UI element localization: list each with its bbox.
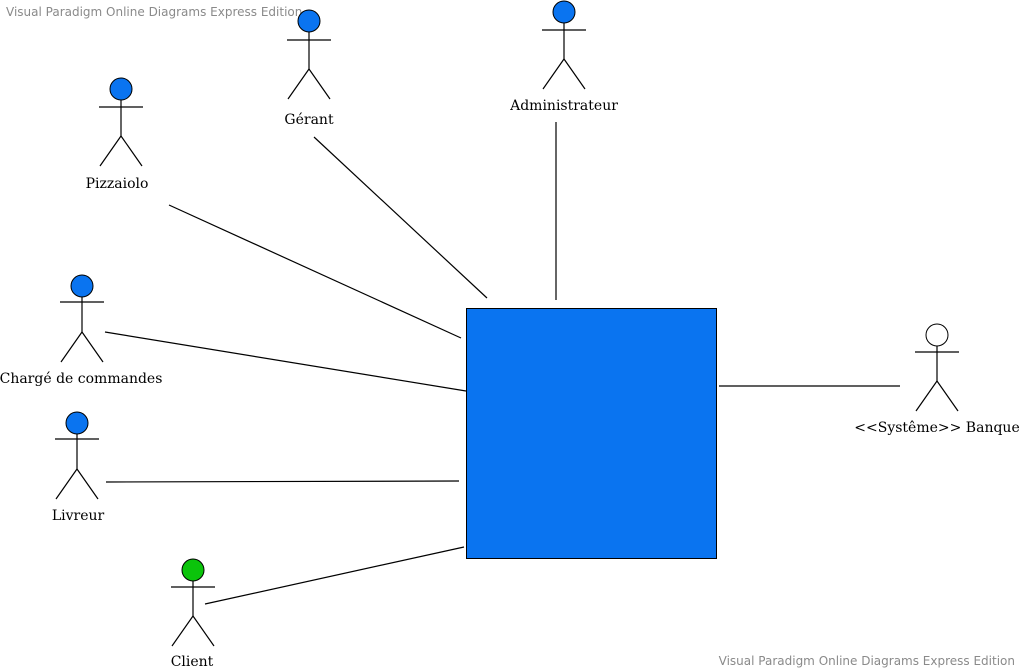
stick-figure-icon — [60, 297, 104, 363]
stick-figure-icon — [171, 581, 215, 647]
system-boundary-box[interactable] — [466, 308, 717, 559]
stick-figure-icon — [542, 23, 586, 90]
actor-label: Chargé de commandes — [0, 371, 162, 387]
actor-pizzaiolo[interactable]: Pizzaiolo — [86, 77, 149, 192]
actor-label: Pizzaiolo — [86, 176, 149, 192]
actor-head-icon — [552, 0, 576, 24]
actor-label: Livreur — [52, 508, 105, 524]
actor-banque[interactable]: <<Systême>> Banque — [854, 323, 1020, 436]
stick-figure-icon — [915, 346, 959, 412]
actor-head-icon — [297, 9, 321, 33]
actor-head-icon — [65, 411, 89, 435]
actor-gerant[interactable]: Gérant — [284, 9, 334, 128]
association-livreur[interactable] — [105, 480, 460, 483]
association-pizzaiolo[interactable] — [168, 204, 462, 339]
watermark-bottom: Visual Paradigm Online Diagrams Express … — [719, 654, 1015, 668]
actor-livreur[interactable]: Livreur — [52, 411, 105, 524]
actor-label: <<Systême>> Banque — [854, 420, 1019, 436]
actor-head-icon — [181, 558, 205, 582]
actor-administrateur[interactable]: Administrateur — [509, 0, 618, 114]
actor-charge-de-commandes[interactable]: Chargé de commandes — [0, 274, 162, 387]
actor-label: Client — [171, 654, 214, 670]
actor-label: Gérant — [284, 112, 334, 128]
actor-head-icon — [70, 274, 94, 298]
stick-figure-icon — [287, 32, 331, 100]
stick-figure-icon — [99, 100, 143, 167]
association-gerant[interactable] — [313, 136, 488, 299]
association-client[interactable] — [204, 546, 465, 605]
stick-figure-icon — [55, 434, 99, 500]
actor-label: Administrateur — [509, 98, 618, 114]
actor-head-icon — [109, 77, 133, 101]
association-charge-de-commandes[interactable] — [104, 331, 467, 392]
actor-head-icon — [925, 323, 949, 347]
watermark-top: Visual Paradigm Online Diagrams Express … — [6, 5, 302, 19]
actor-client[interactable]: Client — [171, 558, 215, 670]
associations — [104, 122, 900, 605]
